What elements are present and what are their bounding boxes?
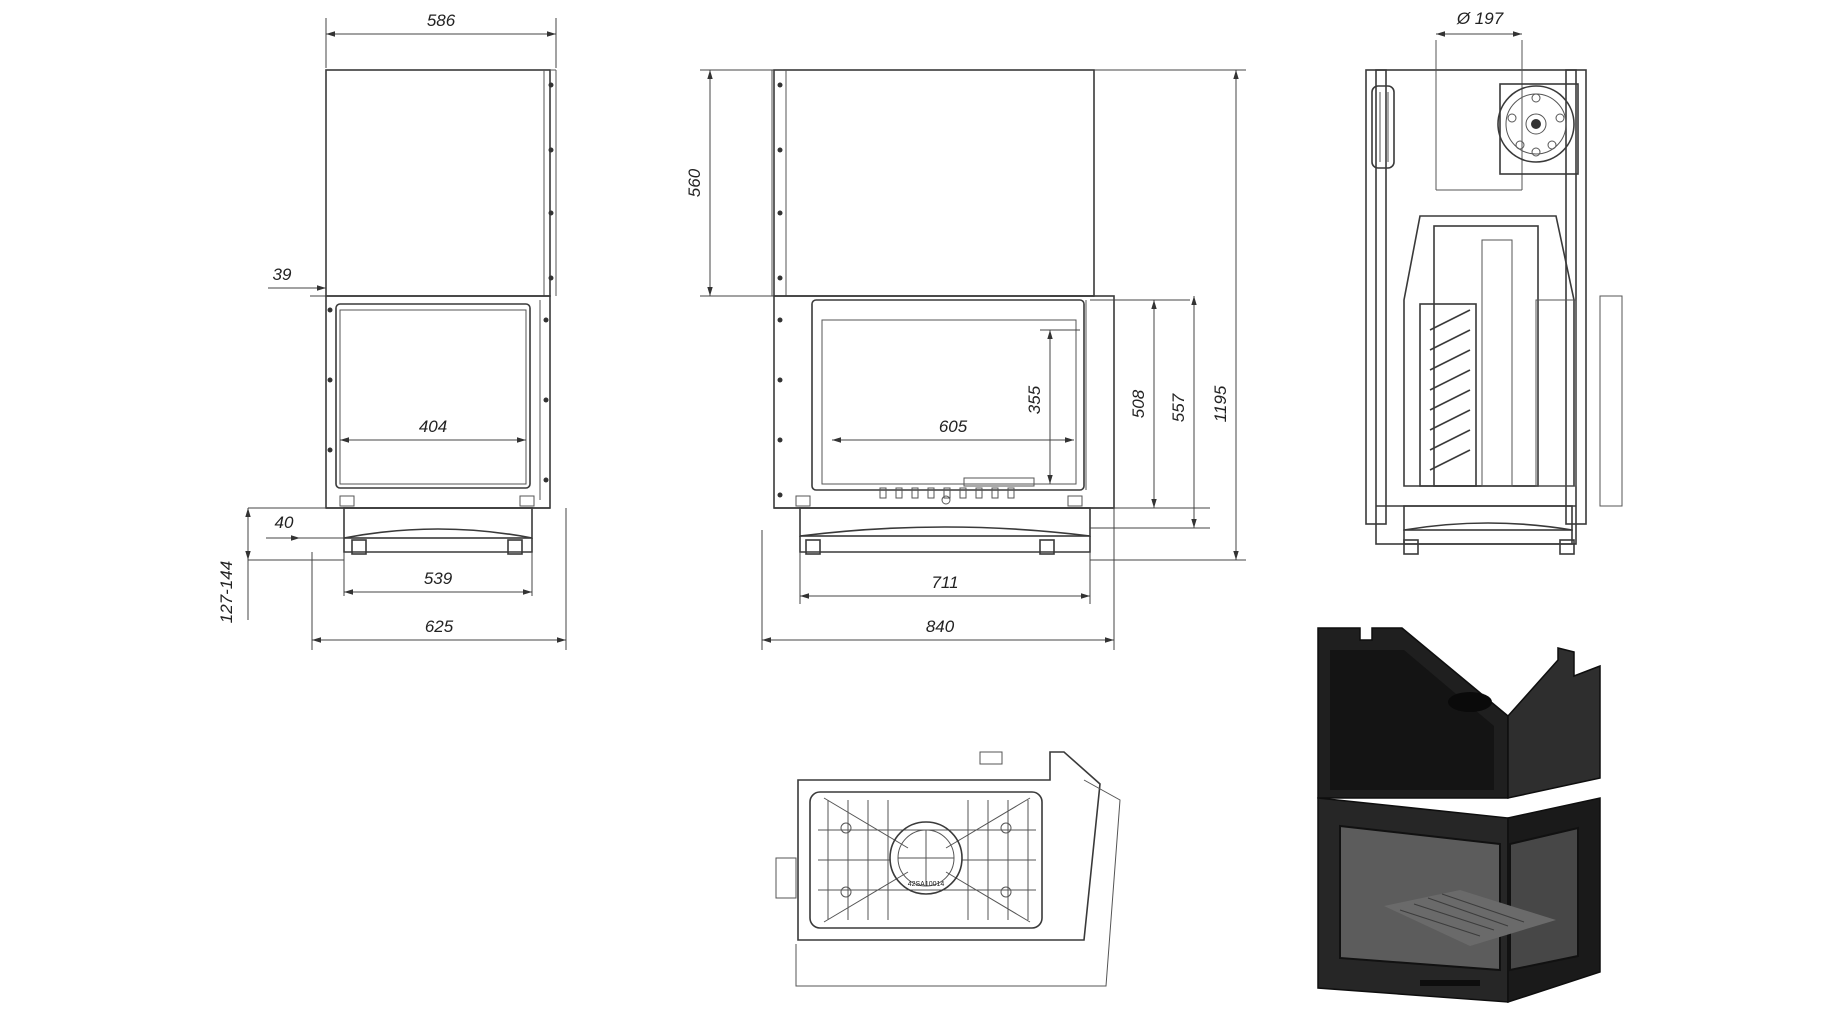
front-firebox xyxy=(325,295,551,509)
side-view xyxy=(771,69,1115,555)
dim-side-total-height: 1195 xyxy=(1211,385,1230,422)
dim-side-top-height: 560 xyxy=(685,168,704,197)
dim-flue-diameter: Ø 197 xyxy=(1456,9,1504,28)
side-dimensions: 560 355 605 508 557 1195 711 840 xyxy=(685,69,1246,650)
dim-side-body-height: 557 xyxy=(1169,393,1188,422)
right-view xyxy=(1365,40,1623,555)
flue-collar xyxy=(1497,85,1575,163)
side-firebox xyxy=(773,295,1115,509)
dim-side-body-width: 711 xyxy=(931,573,958,592)
part-code-label: 42SA10014 xyxy=(908,881,945,888)
dim-front-bottom-offset: 40 xyxy=(275,513,294,532)
dim-front-total-width: 625 xyxy=(425,617,454,636)
dim-front-leg-height: 127-144 xyxy=(217,561,236,623)
flue-opening xyxy=(889,821,963,895)
isometric-render xyxy=(1317,627,1601,1004)
dim-front-inset: 39 xyxy=(273,265,292,284)
dim-side-glass-width: 605 xyxy=(939,417,968,436)
dim-side-door-height: 508 xyxy=(1129,389,1148,418)
dim-front-top-width: 586 xyxy=(427,11,456,30)
dim-side-glass-height: 355 xyxy=(1025,385,1044,414)
front-dimensions: 586 39 404 40 127-144 539 625 xyxy=(217,11,567,650)
dim-front-body-width: 539 xyxy=(424,569,453,588)
front-view xyxy=(325,69,557,555)
side-hood xyxy=(773,69,1095,297)
dim-front-glass-width: 404 xyxy=(419,417,447,436)
dim-side-total-width: 840 xyxy=(926,617,955,636)
top-view: 42SA10014 xyxy=(775,751,1121,987)
right-dimensions: Ø 197 xyxy=(1436,9,1522,37)
front-hood xyxy=(325,69,551,297)
